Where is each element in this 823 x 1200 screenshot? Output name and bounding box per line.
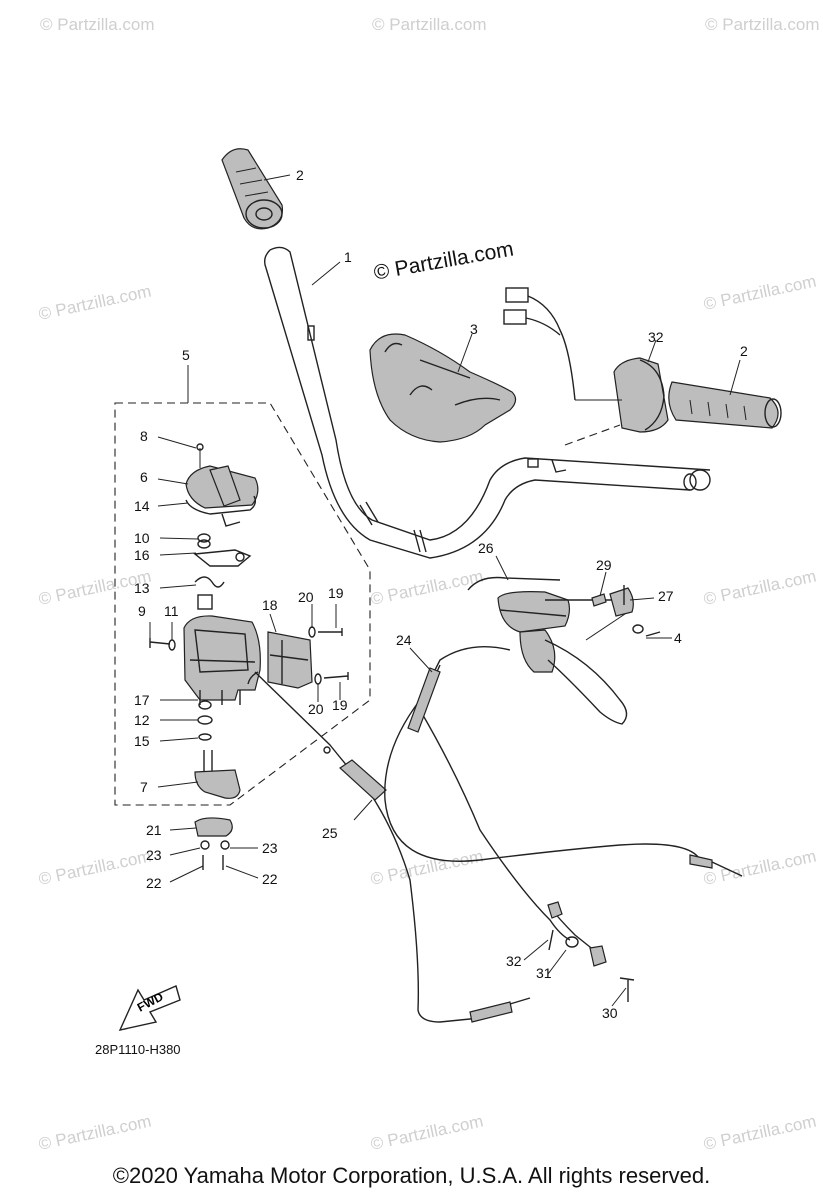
watermark: © Partzilla.com: [702, 1112, 818, 1154]
callout-32: 32: [648, 329, 664, 345]
callout-11: 11: [164, 603, 179, 619]
watermark: © Partzilla.com: [40, 15, 155, 34]
switch-assembly-box: [114, 402, 371, 806]
watermark: © Partzilla.com: [369, 567, 485, 609]
callout-23-left: 23: [146, 847, 162, 863]
callout-29: 30: [602, 1005, 618, 1021]
switch-small-parts: [193, 533, 252, 610]
callout-2-left: 2: [296, 167, 304, 183]
adjuster-parts: [547, 901, 635, 1002]
kill-switch: [247, 631, 313, 689]
callout-15: 15: [134, 733, 150, 749]
callout-13: 13: [134, 580, 150, 596]
callout-8: 8: [140, 428, 148, 444]
throttle-cable: [254, 671, 531, 1023]
callout-22-right: 22: [262, 871, 278, 887]
callout-18: 18: [262, 597, 278, 613]
callout-2-right: 2: [740, 343, 748, 359]
copyright-notice: ©2020 Yamaha Motor Corporation, U.S.A. A…: [112, 1163, 711, 1188]
callout-19-lower: 19: [332, 697, 348, 713]
switch-housing: [183, 615, 261, 705]
switch-screws-right: [308, 626, 349, 685]
right-grip: [668, 381, 782, 429]
watermark: © Partzilla.com: [37, 1112, 153, 1154]
watermark: © Partzilla.com: [702, 847, 818, 889]
handle-cover: [369, 333, 517, 443]
switch-spacers: [197, 700, 213, 741]
watermark: © Partzilla.com: [369, 847, 485, 889]
switch-screw: [149, 638, 176, 651]
watermark-layer: © Partzilla.com © Partzilla.com © Partzi…: [37, 15, 820, 1154]
switch-cover: [185, 443, 259, 527]
switch-lever: [194, 750, 241, 799]
brake-cable: [384, 645, 743, 941]
callout-9: 9: [138, 603, 146, 619]
watermark: © Partzilla.com: [705, 15, 820, 34]
callout-27: 27: [658, 588, 674, 604]
leader-lines: [149, 174, 741, 1007]
watermark: © Partzilla.com: [37, 282, 153, 324]
fwd-arrow-icon: FWD: [118, 985, 181, 1031]
handlebar-clamp: [194, 817, 233, 870]
callout-5: 5: [182, 347, 190, 363]
callout-24: 24: [396, 632, 412, 648]
watermark: © Partzilla.com: [702, 272, 818, 314]
callout-30: 31: [536, 965, 552, 981]
callout-31: 32: [506, 953, 522, 969]
wire-connector: [503, 287, 576, 401]
callout-25: 25: [322, 825, 338, 841]
left-grip: [221, 148, 284, 230]
callout-7: 7: [140, 779, 148, 795]
watermark: © Partzilla.com: [702, 567, 818, 609]
callout-26: 26: [478, 540, 494, 556]
handlebar: [263, 246, 711, 559]
callout-19-upper: 19: [328, 585, 344, 601]
diagram-code: 28P1110-H380: [95, 1042, 181, 1057]
callout-28: 29: [596, 557, 612, 573]
watermark: © Partzilla.com: [369, 1112, 485, 1154]
callout-14: 14: [134, 498, 150, 514]
callout-21: 21: [146, 822, 162, 838]
watermark: © Partzilla.com: [37, 847, 153, 889]
callout-16: 16: [134, 547, 150, 563]
callout-labels: 2 1 3 32 2 5 8 6 14 10 16 13 9 11 18 20 …: [134, 167, 748, 1021]
callout-4: 4: [674, 630, 682, 646]
callout-23-right: 23: [262, 840, 278, 856]
callout-17: 17: [134, 692, 150, 708]
callout-1: 1: [344, 249, 352, 265]
callout-20-upper: 20: [298, 589, 314, 605]
callout-20-lower: 20: [308, 701, 324, 717]
callout-3: 3: [470, 321, 478, 337]
callout-22-left: 22: [146, 875, 162, 891]
throttle-housing: [564, 357, 669, 446]
callout-12: 12: [134, 712, 150, 728]
callout-10: 10: [134, 530, 150, 546]
callout-6: 6: [140, 469, 148, 485]
watermark: © Partzilla.com: [372, 15, 487, 34]
